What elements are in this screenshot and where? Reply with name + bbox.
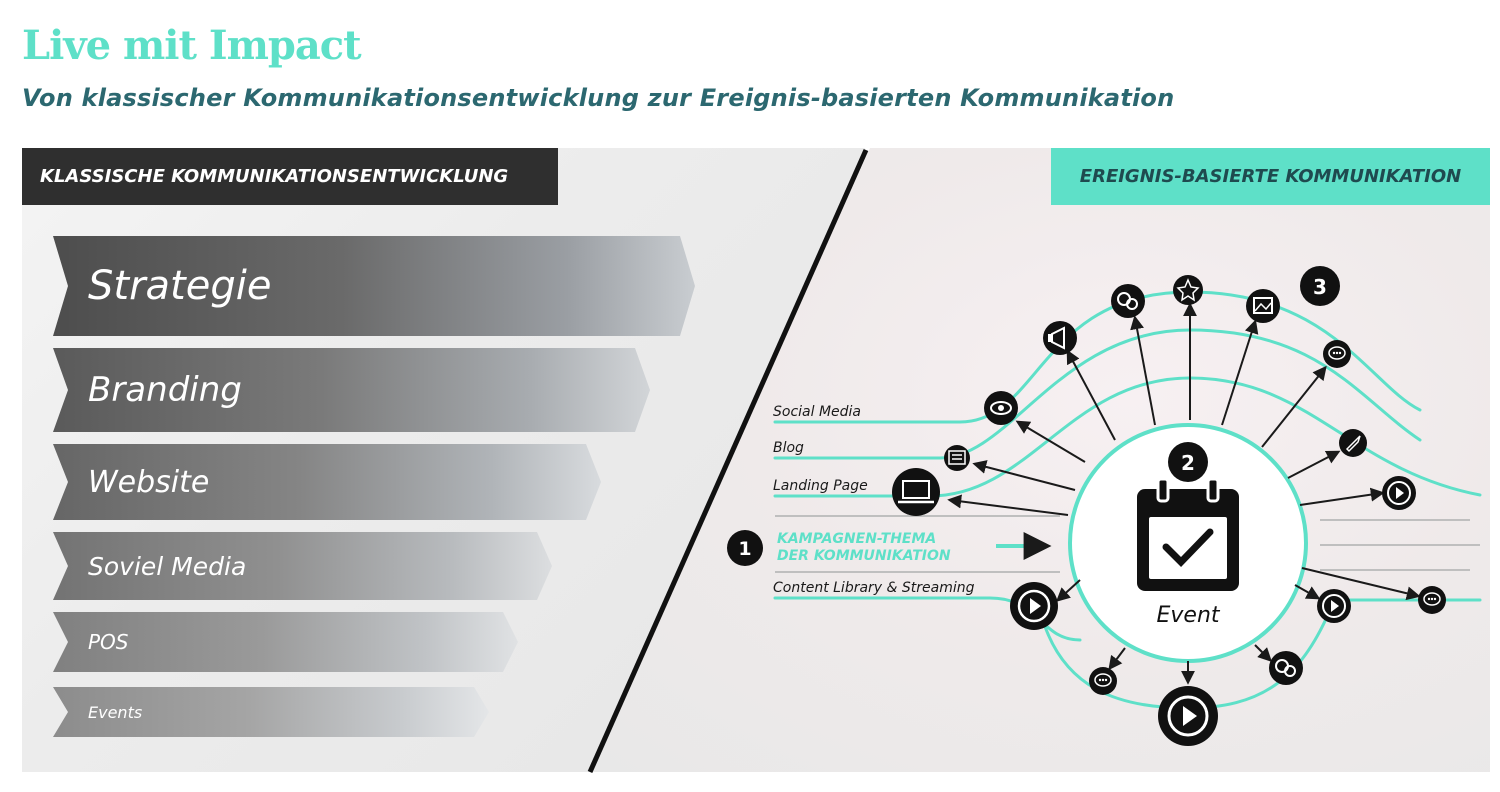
event-arrows (947, 302, 1421, 685)
step-events: Events (53, 687, 489, 737)
calendar-check-icon (1137, 477, 1239, 591)
left-panel-header: KLASSISCHE KOMMUNIKATIONSENTWICKLUNG (22, 148, 558, 205)
badge-1: 1 (727, 530, 763, 566)
comment-icon (1418, 586, 1446, 614)
comment-icon (1089, 667, 1117, 695)
badge-number: 3 (1313, 275, 1327, 299)
play-icon (1010, 582, 1058, 630)
badge-number: 2 (1181, 451, 1195, 475)
channel-content-library: Content Library & Streaming (773, 580, 975, 596)
step-label: Events (88, 702, 143, 722)
page-subtitle: Von klassischer Kommunikationsentwicklun… (22, 84, 1175, 112)
step-label: Soviel Media (88, 551, 247, 581)
eye-icon (984, 391, 1018, 425)
megaphone-icon (1043, 321, 1077, 355)
step-label: POS (88, 630, 129, 654)
play-icon (1158, 686, 1218, 746)
badge-number: 1 (738, 538, 751, 560)
step-label: Strategie (88, 263, 272, 309)
theme-line-1: KAMPAGNEN-THEMA (777, 531, 936, 547)
play-icon (1382, 476, 1416, 510)
channel-blog: Blog (773, 440, 804, 456)
campaign-theme: KAMPAGNEN-THEMA DER KOMMUNIKATION (777, 531, 951, 564)
motion-lines (775, 515, 1480, 573)
theme-line-2: DER KOMMUNIKATION (777, 548, 951, 564)
step-label: Branding (88, 370, 242, 410)
image-icon (1246, 289, 1280, 323)
badge-3: 3 (1300, 266, 1340, 306)
chat-bubbles-icon (1269, 651, 1303, 685)
event-label: Event (1156, 603, 1220, 628)
step-branding: Branding (53, 348, 650, 432)
right-panel-header: EREIGNIS-BASIERTE KOMMUNIKATION (1051, 148, 1490, 205)
step-website: Website (53, 444, 601, 520)
play-icon (1317, 589, 1351, 623)
step-pos: POS (53, 612, 518, 672)
step-strategie: Strategie (53, 236, 695, 336)
newspaper-icon (944, 445, 970, 471)
chat-bubbles-icon (1111, 284, 1145, 318)
channel-labels: Social Media Blog Landing Page Content L… (773, 404, 975, 596)
step-soviel-media: Soviel Media (53, 532, 552, 600)
comment-icon (1323, 340, 1351, 368)
channel-social-media: Social Media (773, 404, 861, 420)
rocket-icon (1339, 429, 1367, 457)
badge-2: 2 (1168, 442, 1208, 482)
star-icon (1173, 275, 1203, 305)
channel-landing-page: Landing Page (773, 478, 868, 494)
laptop-icon (892, 468, 940, 516)
step-label: Website (88, 464, 210, 500)
page-title: Live mit Impact (22, 22, 362, 69)
